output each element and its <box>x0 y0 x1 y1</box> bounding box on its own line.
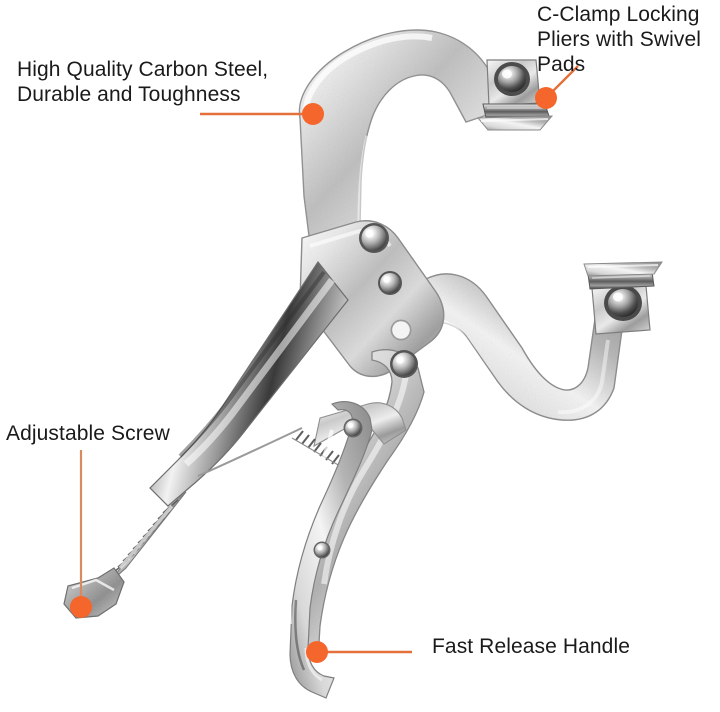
upper-c-arm <box>298 29 509 261</box>
fixed-handle <box>149 260 349 507</box>
upper-swivel-pad <box>476 59 554 131</box>
rivets-group <box>313 223 418 559</box>
lower-swivel-pad <box>583 261 663 335</box>
rivet <box>378 271 402 295</box>
callout-label-adjustable-screw: Adjustable Screw <box>6 422 170 445</box>
rivet <box>390 350 418 378</box>
callout-label-fast-release-handle: Fast Release Handle <box>432 635 631 658</box>
rivet <box>390 319 412 341</box>
adjusting-screw-bolt <box>63 491 187 619</box>
callout-label-c-clamp-pliers: C-Clamp Locking Pliers with Swivel Pads <box>537 3 702 76</box>
callout-label-carbon-steel: High Quality Carbon Steel, Durable and T… <box>17 58 269 106</box>
rivet <box>313 541 331 559</box>
movable-handle <box>291 349 425 661</box>
rivet <box>343 418 363 438</box>
rivet <box>359 223 389 253</box>
